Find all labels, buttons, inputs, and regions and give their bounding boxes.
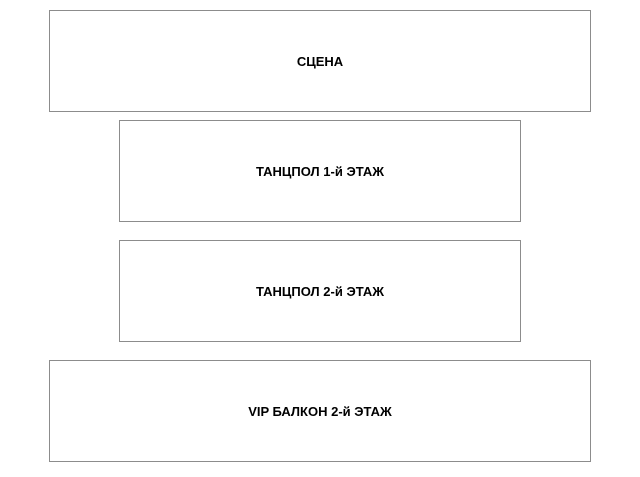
zone-stage-label: СЦЕНА	[296, 53, 344, 69]
zone-vip-balcony-label: VIP БАЛКОН 2-й ЭТАЖ	[248, 403, 392, 419]
zone-dance-floor-1-label: ТАНЦПОЛ 1-й ЭТАЖ	[256, 163, 384, 179]
zone-dance-floor-1[interactable]: ТАНЦПОЛ 1-й ЭТАЖ	[119, 120, 521, 222]
zone-vip-balcony[interactable]: VIP БАЛКОН 2-й ЭТАЖ	[49, 360, 591, 462]
zone-dance-floor-2-label: ТАНЦПОЛ 2-й ЭТАЖ	[256, 283, 384, 299]
zone-stage[interactable]: СЦЕНА	[49, 10, 591, 112]
zone-dance-floor-2[interactable]: ТАНЦПОЛ 2-й ЭТАЖ	[119, 240, 521, 342]
